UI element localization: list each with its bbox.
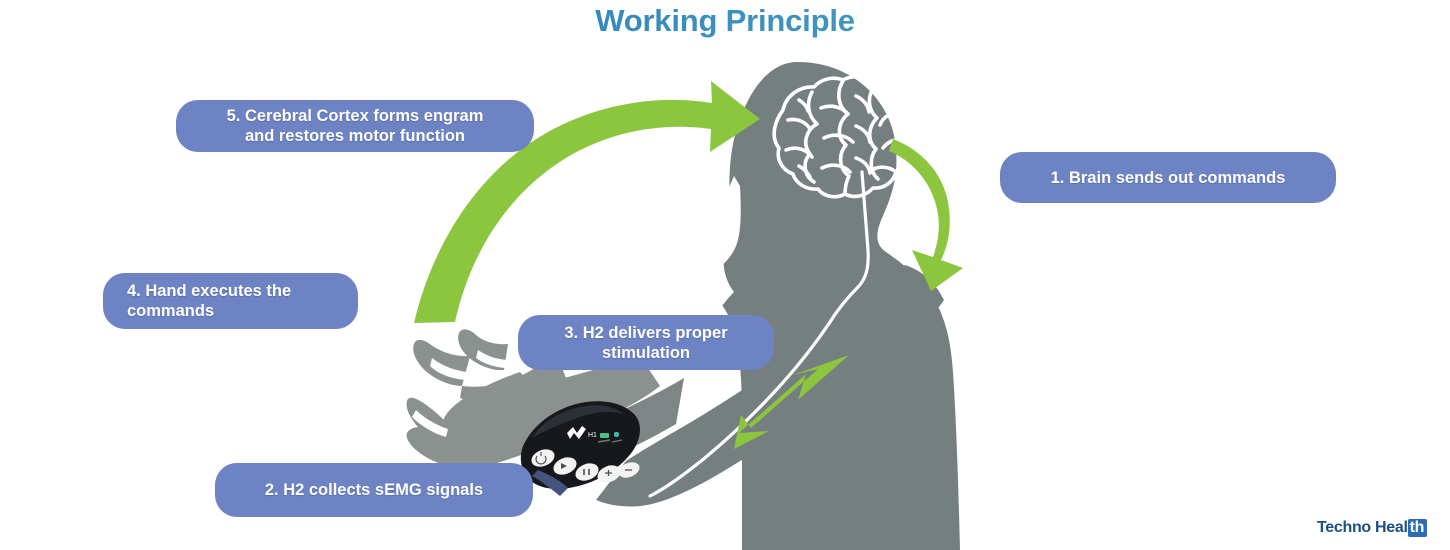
page-title: Working Principle [0, 0, 1450, 42]
device-brand-text: H1 [588, 432, 597, 439]
callout-3-label: 3. H2 delivers proper stimulation [564, 323, 728, 362]
callout-5-label: 5. Cerebral Cortex forms engram and rest… [226, 107, 484, 145]
pause-icon [583, 469, 590, 475]
device-buttons[interactable] [529, 446, 642, 486]
device-led-aqua [614, 432, 619, 437]
upper-arm [596, 265, 944, 507]
brain-icon [772, 75, 915, 199]
logo-wordmark: Techno Heal [1317, 519, 1408, 536]
callout-1-label: 1. Brain sends out commands [1050, 168, 1286, 187]
device-screen-tick [597, 439, 611, 443]
callout-3-h2-stimulation[interactable]: 3. H2 delivers proper stimulation [518, 315, 774, 370]
callout-4-label: 4. Hand executes the commands [127, 282, 292, 320]
callout-2-h2-semg[interactable]: 2. H2 collects sEMG signals [215, 463, 533, 517]
hand-knuckles [460, 352, 566, 402]
callout-4-hand-executes[interactable]: 4. Hand executes the commands [103, 273, 358, 329]
shoulder-to-forearm-arrow [734, 355, 849, 449]
device-top-highlight [532, 405, 624, 438]
nerve-path-line [648, 170, 870, 498]
device-screen-tick-2 [611, 439, 623, 443]
brain-to-shoulder-arrow [889, 139, 963, 291]
logo-th-mark: th [1407, 519, 1428, 537]
device-led-green [600, 433, 609, 438]
callout-1-brain-sends-commands[interactable]: 1. Brain sends out commands [1000, 152, 1336, 203]
h2-device: H1 [520, 401, 642, 496]
plus-icon [605, 470, 612, 476]
finger-gap-2 [476, 350, 510, 368]
callout-2-label: 2. H2 collects sEMG signals [264, 481, 484, 499]
callout-5-cerebral-cortex[interactable]: 5. Cerebral Cortex forms engram and rest… [176, 100, 534, 152]
power-icon [535, 452, 547, 465]
device-strap-tail [532, 470, 568, 496]
device-brand-mark [567, 426, 586, 439]
hand-to-brain-arrow [414, 81, 760, 323]
thumb-gap [412, 410, 448, 437]
play-icon [561, 463, 567, 469]
hand-fingers [413, 329, 508, 386]
finger-gap-1 [430, 358, 468, 380]
